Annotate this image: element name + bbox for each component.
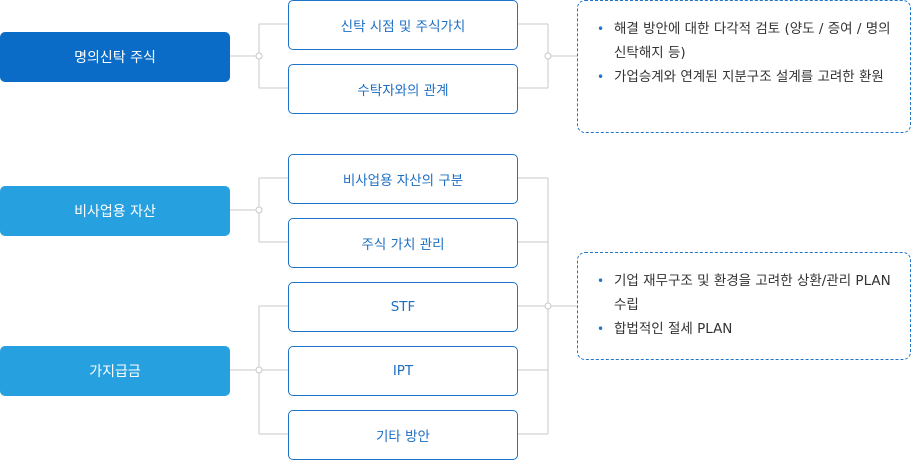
note-item: •해결 방안에 대한 다각적 검토 (양도 / 증여 / 명의신탁해지 등) — [594, 17, 894, 65]
bullet-icon: • — [597, 22, 605, 36]
option-trust-timing-stock-value: 신탁 시점 및 주식가치 — [288, 0, 518, 50]
category-provisional-payment: 가지급금 — [0, 346, 230, 396]
note-box-nominee: •해결 방안에 대한 다각적 검토 (양도 / 증여 / 명의신탁해지 등) •… — [577, 0, 911, 133]
option-stf: STF — [288, 282, 518, 332]
option-stock-value-management: 주식 가치 관리 — [288, 218, 518, 268]
option-other-methods: 기타 방안 — [288, 410, 518, 460]
note-box-repayment: •기업 재무구조 및 환경을 고려한 상환/관리 PLAN 수립 •합법적인 절… — [577, 252, 911, 360]
option-asset-classification: 비사업용 자산의 구분 — [288, 154, 518, 204]
category-non-business-assets: 비사업용 자산 — [0, 186, 230, 236]
bullet-icon: • — [597, 322, 605, 336]
note-item: •기업 재무구조 및 환경을 고려한 상환/관리 PLAN 수립 — [594, 269, 894, 317]
note-item: •가업승계와 연계된 지분구조 설계를 고려한 환원 — [594, 65, 894, 89]
bullet-icon: • — [597, 274, 605, 288]
bullet-icon: • — [597, 70, 605, 84]
option-ipt: IPT — [288, 346, 518, 396]
note-item: •합법적인 절세 PLAN — [594, 317, 894, 341]
option-trustee-relationship: 수탁자와의 관계 — [288, 64, 518, 114]
category-nominee-stock: 명의신탁 주식 — [0, 32, 230, 82]
